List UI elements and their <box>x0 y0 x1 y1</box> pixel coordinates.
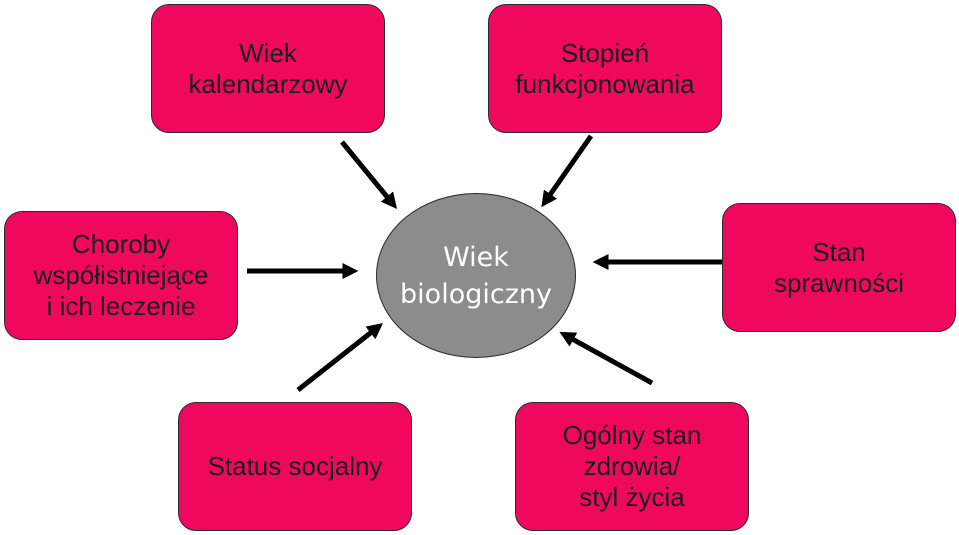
factor-health: Ogólny stan zdrowia/ styl życia <box>515 402 749 531</box>
factor-fitness-line-1: Stan <box>812 236 866 267</box>
arrow-social-status <box>296 323 384 392</box>
factor-comorbidities: Choroby współistniejące i ich leczenie <box>4 211 238 340</box>
factor-comorbidities-line-1: Choroby <box>71 229 171 259</box>
factor-comorbidities-line-3: i ich leczenie <box>46 291 196 321</box>
factor-calendar-age-line-2: kalendarzowy <box>188 68 348 99</box>
factor-functioning-line-2: funkcjonowania <box>515 68 695 99</box>
factor-social-status: Status socjalny <box>178 402 412 531</box>
factor-calendar-age: Wiek kalendarzowy <box>151 4 385 133</box>
arrow-calendar-age <box>340 140 398 209</box>
factor-calendar-age-line-1: Wiek <box>239 37 297 68</box>
biological-age-line-2: biologiczny <box>400 278 552 310</box>
factor-functioning: Stopień funkcjonowania <box>488 4 722 133</box>
factor-health-line-1: Ogólny stan <box>562 420 702 450</box>
factor-comorbidities-line-2: współistniejące <box>33 260 209 290</box>
biological-age-line-1: Wiek <box>443 241 509 273</box>
biological-age-node: Wiek biologiczny <box>376 193 576 358</box>
arrow-health <box>559 331 654 386</box>
factor-fitness: Stan sprawności <box>722 203 956 332</box>
factor-health-line-3: styl życia <box>579 482 685 512</box>
factor-health-line-2: zdrowia/ <box>583 451 681 481</box>
factor-functioning-line-1: Stopień <box>560 37 650 68</box>
factor-social-status-line-1: Status socjalny <box>207 451 383 481</box>
arrow-functioning <box>541 134 594 208</box>
factor-fitness-line-2: sprawności <box>773 267 905 298</box>
